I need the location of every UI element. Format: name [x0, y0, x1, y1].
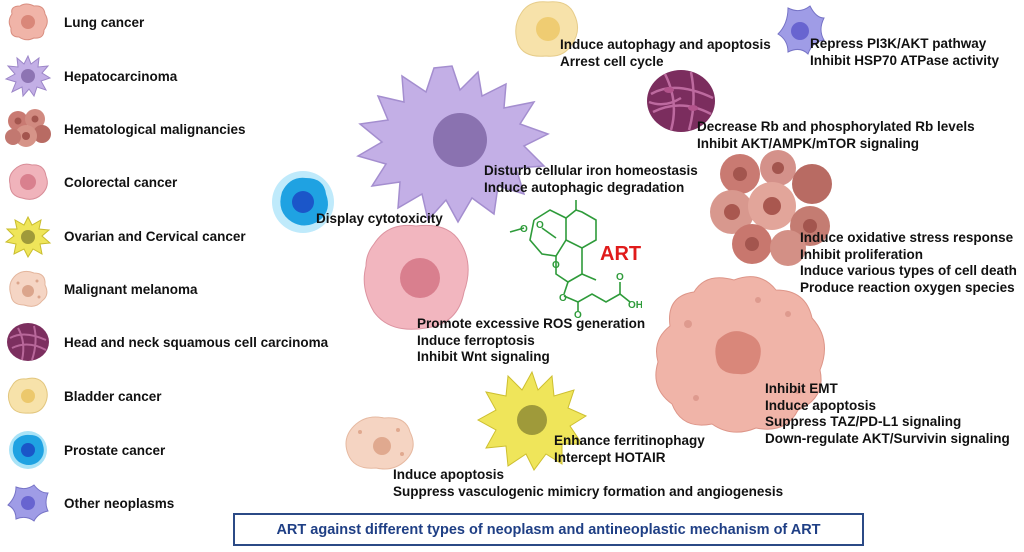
lung-cancer-cell-icon [8, 3, 48, 41]
hepatocarcinoma-cell [356, 65, 550, 224]
legend-label: Bladder cancer [64, 388, 162, 404]
annotation-line: Inhibit proliferation [800, 246, 923, 262]
bladder-cancer-cell-icon [7, 377, 48, 414]
figure-caption: ART against different types of neoplasm … [233, 513, 864, 546]
legend-label: Colorectal cancer [64, 174, 178, 190]
atom-label: O [552, 260, 560, 271]
melanoma-cell [345, 416, 414, 470]
head-neck-squamous-cluster [647, 70, 715, 132]
atom-label: O [559, 293, 567, 304]
legend-item-prostate: Prostate cancer [4, 430, 165, 470]
annotation-line: Produce reaction oxygen species [800, 279, 1015, 295]
atom-label: OH [628, 300, 642, 311]
annotation-line: Induce oxidative stress response [800, 230, 1014, 245]
annotation-line: Inhibit HSP70 ATPase activity [810, 52, 1000, 68]
annotation-line: Inhibit AKT/AMPK/mTOR signaling [697, 135, 919, 151]
annotation-line: Induce various types of cell death [800, 263, 1017, 278]
lung-cancer-cell [655, 276, 825, 433]
legend-item-lung: Lung cancer [4, 2, 144, 42]
legend-item-hematological: Hematological malignancies [4, 109, 246, 149]
annotation-ovarian: Enhance ferritinophagy Intercept HOTAIR [554, 433, 705, 466]
legend-label: Lung cancer [64, 14, 145, 30]
annotation-hematological: Induce oxidative stress response Inhibit… [800, 230, 1017, 296]
annotation-prostate: Display cytotoxicity [316, 211, 443, 228]
annotation-melanoma: Induce apoptosis Suppress vasculogenic m… [393, 467, 783, 500]
annotation-line: Suppress TAZ/PD-L1 signaling [765, 414, 962, 429]
annotation-line: Display cytotoxicity [316, 211, 443, 226]
ovarian-cervical-cell-icon [4, 215, 52, 258]
annotation-line: Promote excessive ROS generation [417, 316, 646, 331]
annotation-line: Inhibit Wnt signaling [417, 349, 550, 364]
annotation-line: Decrease Rb and phosphorylated Rb levels [697, 119, 975, 134]
annotation-line: Arrest cell cycle [560, 53, 664, 69]
annotation-hepatocarcinoma: Disturb cellular iron homeostasis Induce… [484, 163, 698, 196]
legend-item-hepatocarcinoma: Hepatocarcinoma [4, 54, 178, 98]
bladder-cancer-cell [515, 1, 578, 57]
annotation-line: Disturb cellular iron homeostasis [484, 163, 698, 178]
art-label: ART [600, 243, 642, 265]
legend-label: Head and neck squamous cell carcinoma [64, 334, 329, 350]
annotation-line: Suppress vasculogenic mimicry formation … [393, 483, 784, 499]
legend-label: Hematological malignancies [64, 121, 246, 137]
prostate-cancer-cell-icon [9, 431, 47, 469]
annotation-line: Inhibit EMT [765, 381, 838, 396]
annotation-line: Down-regulate AKT/Survivin signaling [765, 430, 1010, 446]
annotation-lung: Inhibit EMT Induce apoptosis Suppress TA… [765, 381, 1010, 447]
legend-item-other: Other neoplasms [4, 483, 174, 523]
atom-label: O [616, 272, 624, 283]
legend-label: Ovarian and Cervical cancer [64, 228, 246, 244]
legend-label: Hepatocarcinoma [64, 68, 178, 84]
annotation-line: Induce autophagic degradation [484, 179, 685, 195]
annotation-head-neck: Decrease Rb and phosphorylated Rb levels… [697, 119, 975, 152]
annotation-other: Repress PI3K/AKT pathway Inhibit HSP70 A… [810, 36, 999, 69]
legend-item-colorectal: Colorectal cancer [4, 162, 177, 202]
hematological-cell-cluster-icon [5, 109, 51, 147]
colorectal-cancer-cell-icon [9, 163, 48, 200]
annotation-line: Repress PI3K/AKT pathway [810, 36, 987, 51]
annotation-line: Enhance ferritinophagy [554, 433, 705, 448]
legend-item-ovarian-cervical: Ovarian and Cervical cancer [4, 215, 246, 258]
annotation-line: Intercept HOTAIR [554, 449, 666, 465]
other-neoplasm-cell-icon [7, 484, 49, 522]
squamous-cell-cluster-icon [7, 323, 49, 361]
atom-label: O [536, 220, 544, 231]
legend-item-melanoma: Malignant melanoma [4, 269, 198, 309]
other-neoplasm-cell [777, 5, 825, 55]
atom-label: O [574, 310, 582, 318]
annotation-line: Induce autophagy and apoptosis [560, 37, 771, 52]
legend-label: Other neoplasms [64, 495, 175, 511]
annotation-line: Induce ferroptosis [417, 332, 535, 348]
hematological-cell-cluster [710, 150, 832, 266]
annotation-line: Induce apoptosis [393, 467, 505, 482]
legend-item-head-neck: Head and neck squamous cell carcinoma [4, 322, 328, 362]
prostate-cancer-cell [272, 171, 334, 233]
annotation-line: Induce apoptosis [765, 397, 877, 413]
legend-label: Prostate cancer [64, 442, 166, 458]
hepatocarcinoma-cell-icon [4, 54, 52, 98]
artesunate-structure: O O O O O O OH [509, 200, 642, 318]
annotation-bladder: Induce autophagy and apoptosis Arrest ce… [560, 37, 771, 70]
ovarian-cervical-cell [476, 370, 588, 471]
legend-label: Malignant melanoma [64, 281, 198, 297]
colorectal-cancer-cell [363, 224, 469, 330]
annotation-colorectal: Promote excessive ROS generation Induce … [417, 316, 645, 366]
atom-label: O [520, 224, 528, 235]
melanoma-cell-icon [9, 270, 48, 307]
legend-item-bladder: Bladder cancer [4, 376, 162, 416]
